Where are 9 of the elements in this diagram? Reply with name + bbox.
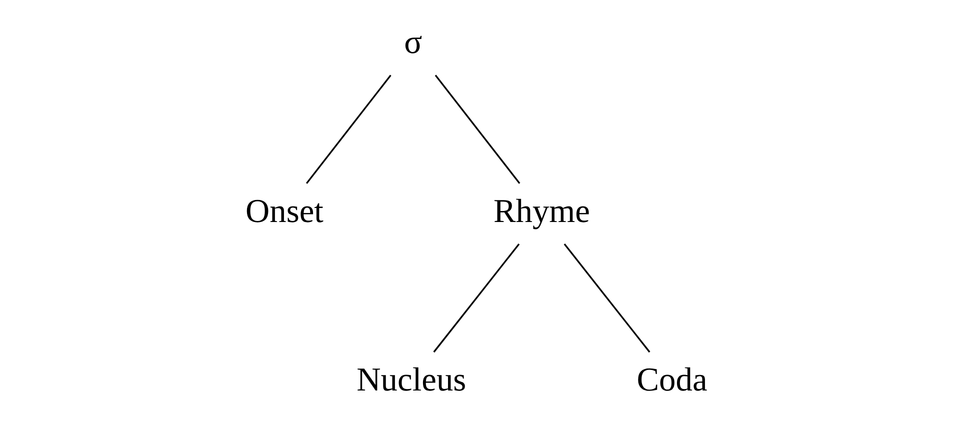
node-text: Nucleus xyxy=(356,362,466,399)
node-text: Onset xyxy=(245,192,323,230)
connector xyxy=(432,243,520,353)
node-text: Coda xyxy=(636,362,707,399)
node-text: σ xyxy=(404,24,422,62)
connector xyxy=(434,74,520,184)
node-text: Rhyme xyxy=(492,192,590,230)
connector xyxy=(563,243,650,353)
connector xyxy=(305,74,391,184)
